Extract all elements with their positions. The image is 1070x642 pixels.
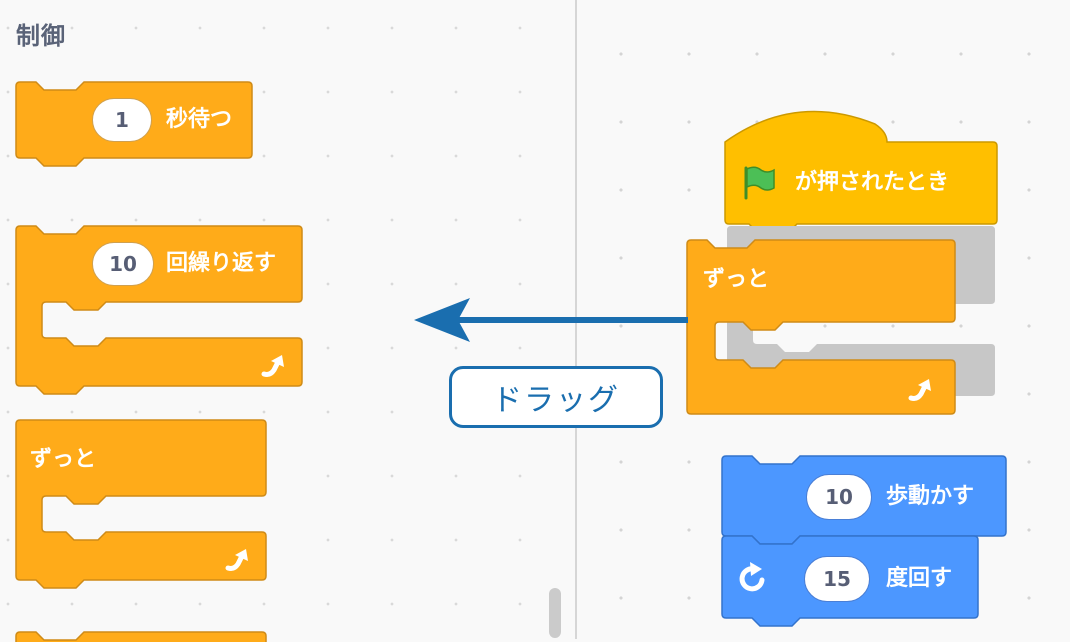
- dragged-forever-block[interactable]: ずっと: [686, 239, 959, 418]
- loop-arrow-icon: [908, 379, 931, 401]
- move-steps-block[interactable]: 10 歩動かす: [721, 455, 1010, 548]
- palette-scrollbar[interactable]: [549, 588, 561, 638]
- repeat-block[interactable]: 10 回繰り返す: [15, 225, 306, 395]
- forever-block-shape: [15, 419, 267, 589]
- partial-block-shape: [15, 631, 267, 642]
- repeat-block-shape: [15, 225, 303, 395]
- dragged-forever-block-shape: [686, 239, 956, 415]
- rotate-right-icon: [739, 562, 765, 592]
- repeat-count-input[interactable]: 10: [92, 242, 154, 286]
- wait-block-label: 秒待つ: [166, 107, 233, 132]
- green-flag-icon: [744, 166, 775, 200]
- wait-seconds-input[interactable]: 1: [92, 98, 152, 142]
- hat-block-label: が押されたとき: [795, 170, 950, 195]
- drag-arrow-icon: [414, 298, 688, 342]
- loop-arrow-icon: [261, 355, 284, 377]
- when-flag-clicked-block[interactable]: が押されたとき: [724, 110, 1000, 233]
- forever-block[interactable]: ずっと: [15, 419, 270, 590]
- dragged-forever-block-label: ずっと: [703, 267, 770, 292]
- partial-block[interactable]: [15, 631, 267, 642]
- drag-annotation-label: ドラッグ: [449, 366, 663, 428]
- turn-degrees-input[interactable]: 15: [804, 556, 870, 602]
- category-title: 制御: [16, 22, 66, 50]
- forever-block-label: ずっと: [30, 447, 97, 472]
- wait-block[interactable]: 1 秒待つ: [15, 81, 254, 170]
- hat-block-shape: [724, 110, 998, 233]
- move-block-label: 歩動かす: [886, 484, 975, 509]
- loop-arrow-icon: [225, 549, 248, 571]
- move-steps-input[interactable]: 10: [806, 474, 872, 520]
- turn-degrees-block[interactable]: 15 度回す: [721, 535, 982, 632]
- turn-block-label: 度回す: [886, 566, 953, 591]
- repeat-block-label: 回繰り返す: [166, 251, 277, 276]
